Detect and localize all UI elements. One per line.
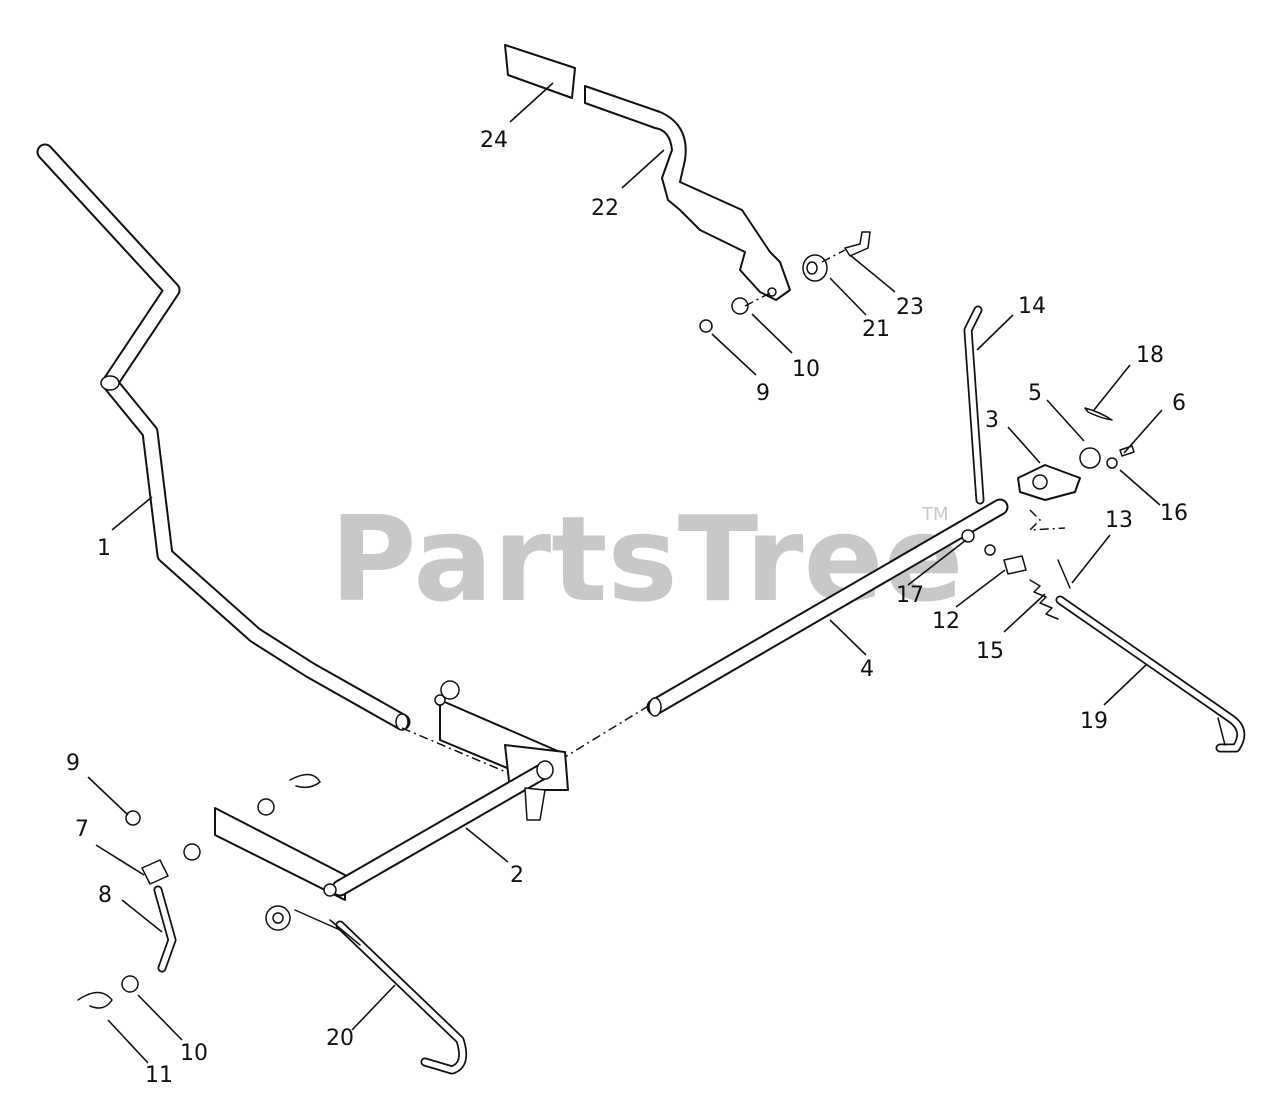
callout-17: 17 <box>896 583 924 608</box>
part-23-bolt <box>844 231 871 257</box>
part-1-lift-handle <box>36 143 411 731</box>
part-washer <box>183 843 201 861</box>
part-2-shaft-assembly <box>214 680 569 901</box>
part-9-nut <box>125 810 141 826</box>
callout-16: 16 <box>1160 501 1188 526</box>
callout-4: 4 <box>860 657 874 682</box>
part-16-washer <box>1106 457 1118 469</box>
callout-9-top: 9 <box>756 381 770 406</box>
callout-9-bottom: 9 <box>66 751 80 776</box>
part-7-pin <box>141 859 169 885</box>
callout-2: 2 <box>510 863 524 888</box>
callout-15: 15 <box>976 639 1004 664</box>
callout-3: 3 <box>985 408 999 433</box>
callout-12: 12 <box>932 609 960 634</box>
callout-21: 21 <box>862 317 890 342</box>
part-14-rod <box>963 305 985 505</box>
part-11-hairpin <box>77 991 113 1009</box>
callout-20: 20 <box>326 1026 354 1051</box>
part-24-grip <box>504 44 576 99</box>
part-5-bushing <box>1079 447 1101 469</box>
part-washer <box>257 798 275 816</box>
callout-6: 6 <box>1172 391 1186 416</box>
part-12-ferrule <box>1003 555 1027 575</box>
watermark-text: PartsTree <box>330 490 964 628</box>
callout-8: 8 <box>98 883 112 908</box>
part-8-rod <box>153 885 177 973</box>
part-20-cable <box>265 905 468 1075</box>
callout-14: 14 <box>1018 294 1046 319</box>
alignment-line <box>744 249 846 307</box>
part-17-nut <box>961 529 975 543</box>
callout-22: 22 <box>591 196 619 221</box>
part-10-washer <box>121 975 139 993</box>
alignment-line <box>401 727 521 779</box>
callout-10-top: 10 <box>792 357 820 382</box>
watermark: PartsTree TM <box>330 490 964 628</box>
callout-labels: 24 22 23 21 10 9 1 14 3 5 18 6 16 13 17 … <box>66 128 1188 1088</box>
part-3-bracket <box>1017 464 1081 501</box>
part-4-rod <box>646 498 1009 717</box>
part-21-bushing-inner <box>806 261 818 275</box>
callout-24: 24 <box>480 128 508 153</box>
part-19-cable <box>1055 595 1246 753</box>
part-10-washer-top <box>731 297 749 315</box>
callout-11: 11 <box>145 1063 173 1088</box>
part-6-bolt <box>1119 445 1135 457</box>
part-22-pedal <box>584 85 791 301</box>
part-9-nut-top <box>699 319 713 333</box>
part-18-cotter-pin <box>1084 407 1113 421</box>
callout-19: 19 <box>1080 709 1108 734</box>
watermark-trademark: TM <box>921 504 949 525</box>
leader-lines <box>87 82 1163 1064</box>
callout-18: 18 <box>1136 343 1164 368</box>
hairpin-clip <box>289 773 321 789</box>
part-13-pin <box>1057 559 1071 589</box>
alignment-line <box>559 704 651 761</box>
callout-10-bottom: 10 <box>180 1041 208 1066</box>
callout-7: 7 <box>75 817 89 842</box>
callout-5: 5 <box>1028 381 1042 406</box>
part-12-washer <box>984 544 996 556</box>
part-3-hole <box>1032 474 1048 490</box>
alignment-line <box>1028 509 1066 531</box>
callout-23: 23 <box>896 295 924 320</box>
callout-1: 1 <box>97 536 111 561</box>
callout-13: 13 <box>1105 508 1133 533</box>
part-15-spring <box>1029 579 1059 620</box>
